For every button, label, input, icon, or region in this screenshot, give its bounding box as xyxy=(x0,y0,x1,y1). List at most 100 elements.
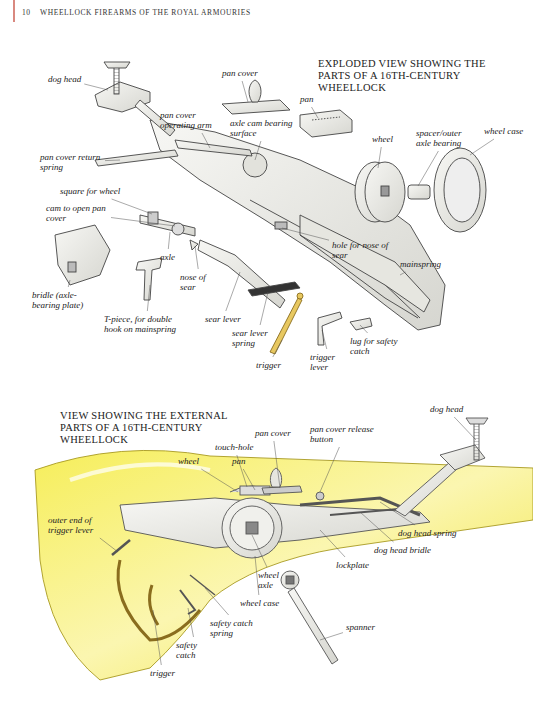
stock xyxy=(35,450,533,680)
leader-line xyxy=(322,330,327,349)
leader-line xyxy=(320,447,339,492)
part-label: pan xyxy=(300,94,314,104)
leader-line xyxy=(418,151,438,186)
leader-line xyxy=(470,139,494,155)
part-label: dog head bridle xyxy=(374,545,431,555)
wheel-square xyxy=(381,186,389,196)
part-label: mainspring xyxy=(400,259,441,269)
trigger xyxy=(150,585,158,625)
part-label: axle cam bearing surface xyxy=(230,118,300,138)
part-label: axle xyxy=(160,252,175,262)
view-heading: EXPLODED VIEW SHOWING THE PARTS OF A 16T… xyxy=(318,58,508,94)
part-label: trigger xyxy=(150,668,175,678)
leader-line xyxy=(260,292,268,325)
part-label: pan cover xyxy=(255,428,291,438)
spanner-handle xyxy=(288,588,338,664)
leader-line xyxy=(188,608,194,637)
part-label: outer end of trigger lever xyxy=(48,515,118,535)
cam-bearing xyxy=(243,153,267,177)
trigger-lever-end xyxy=(112,540,130,555)
leader-line xyxy=(100,538,118,552)
bridle xyxy=(55,225,110,285)
part-label: pan xyxy=(232,456,246,466)
wheel-case-rim xyxy=(230,506,274,550)
leader-line xyxy=(380,502,415,525)
part-label: safety catch xyxy=(176,640,216,660)
leader-lines xyxy=(68,81,494,665)
dog-head-screw xyxy=(114,64,119,94)
part-label: safety catch spring xyxy=(210,618,270,638)
part-label: lug for safety catch xyxy=(350,336,410,356)
leader-line xyxy=(68,280,70,287)
leader-line xyxy=(195,246,198,269)
leader-line xyxy=(273,340,282,357)
part-label: trigger lever xyxy=(310,352,350,372)
part-label: hole for nose of sear xyxy=(332,240,402,260)
part-label: wheel axle xyxy=(258,570,288,590)
part-label: pan cover operating arm xyxy=(160,110,230,130)
leader-line xyxy=(252,535,267,567)
leader-line xyxy=(147,285,150,311)
leader-line xyxy=(84,84,108,90)
safety-lug xyxy=(350,318,372,330)
leader-line xyxy=(400,272,406,275)
part-label: lockplate xyxy=(336,560,369,570)
leader-line xyxy=(360,325,368,333)
trigger-lever xyxy=(318,312,342,345)
safety-catch xyxy=(180,590,195,614)
margin-rule xyxy=(13,0,14,22)
leader-line xyxy=(311,107,318,118)
dog-head-screw-top xyxy=(104,62,130,68)
mainspring-leaf xyxy=(300,235,418,318)
part-label: dog head spring xyxy=(398,528,457,538)
part-label: nose of sear xyxy=(180,272,220,292)
leader-line xyxy=(153,610,161,665)
leader-line xyxy=(274,441,280,488)
wheel-case xyxy=(434,148,486,232)
leader-line xyxy=(201,469,238,492)
spanner-socket xyxy=(281,571,299,589)
part-label: touch-hole xyxy=(215,442,254,452)
part-label: T-piece, for double hook on mainspring xyxy=(104,314,188,334)
part-label: cam to open pan cover xyxy=(46,203,108,223)
wheel-axle xyxy=(246,522,258,534)
pan-cover-knob xyxy=(270,468,281,487)
part-label: dog head xyxy=(48,74,81,84)
leader-line xyxy=(242,81,248,102)
leader-line xyxy=(454,417,476,440)
wheel-face xyxy=(365,162,405,222)
leader-line xyxy=(360,512,394,542)
pan-groove xyxy=(312,117,340,120)
pan xyxy=(300,110,352,137)
part-label: spanner xyxy=(346,622,375,632)
wheel-case xyxy=(222,498,282,558)
view-heading: VIEW SHOWING THE EXTERNAL PARTS OF A 16T… xyxy=(60,410,240,446)
safety-catch-spring xyxy=(190,575,215,595)
leader-line xyxy=(112,199,152,214)
part-label: dog head xyxy=(430,404,463,414)
dog-head-screw xyxy=(474,420,479,460)
return-spring xyxy=(95,150,178,166)
trigger xyxy=(270,298,302,354)
part-label: spacer/outer axle bearing xyxy=(416,128,476,148)
sear-hole xyxy=(275,222,287,229)
running-head: WHEELLOCK FIREARMS OF THE ROYAL ARMOURIE… xyxy=(40,8,251,17)
running-head: 10 xyxy=(22,8,31,17)
pan-cover xyxy=(262,486,302,494)
part-label: sear lever xyxy=(205,314,241,324)
part-label: pan cover release button xyxy=(310,424,380,444)
exploded-lock xyxy=(55,62,486,354)
part-label: pan cover return spring xyxy=(40,152,102,172)
axle-cam xyxy=(172,223,184,235)
leader-line xyxy=(168,232,170,249)
dog-head-screw-top xyxy=(466,418,488,424)
part-label: wheel case xyxy=(484,126,528,136)
external-lock xyxy=(35,418,533,680)
spanner-square xyxy=(286,576,294,584)
part-label: trigger xyxy=(256,360,281,370)
sear-lever xyxy=(198,240,285,308)
part-label: square for wheel xyxy=(60,186,120,196)
part-label: wheel xyxy=(372,134,393,144)
trigger-guard xyxy=(118,560,200,640)
